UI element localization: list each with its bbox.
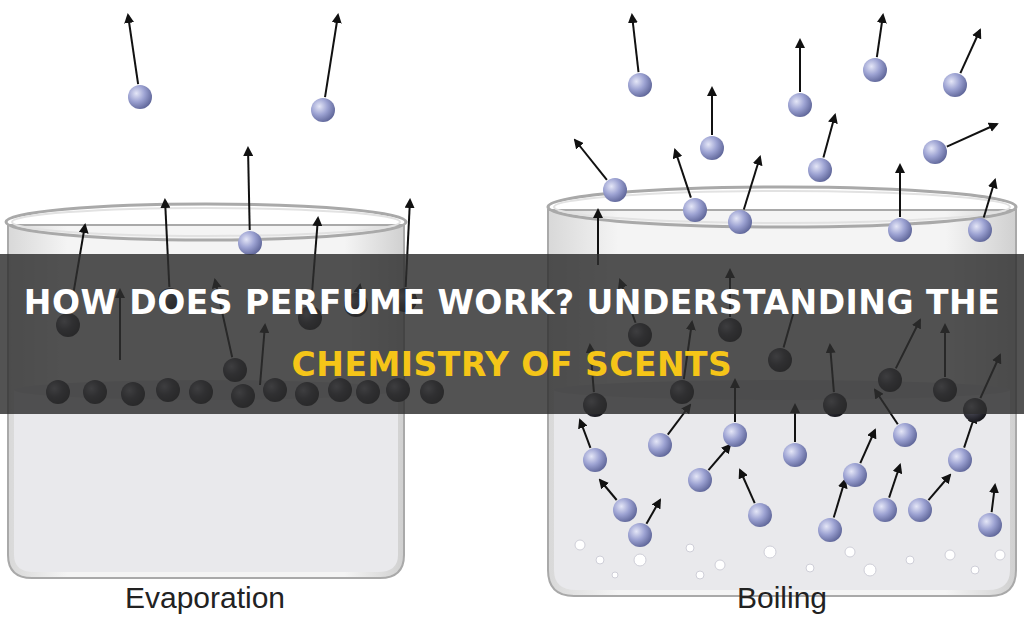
vapor-molecule [788,93,812,117]
motion-arrow [708,445,730,470]
vapor-molecule [603,178,627,202]
vapor-molecule [873,498,897,522]
motion-arrow [799,40,801,92]
vapor-molecule [723,423,747,447]
motion-arrow [325,15,338,97]
motion-arrow [834,480,845,518]
motion-arrow [740,470,755,503]
motion-arrow [899,165,901,217]
vapor-molecule [613,498,637,522]
motion-arrow [646,500,660,524]
bubble [715,560,725,570]
motion-arrow [248,148,250,230]
vapor-molecule [893,423,917,447]
bubble [575,540,585,550]
vapor-molecule [128,85,152,109]
bubble [634,554,646,566]
vapor-molecule [700,136,724,160]
beaker-caption: Boiling [737,581,827,615]
bubble [686,544,694,552]
bubble [764,546,776,558]
vapor-molecule [948,448,972,472]
vapor-molecule [583,448,607,472]
vapor-molecule [238,231,262,255]
bubble [864,564,876,576]
motion-arrow [580,420,590,448]
vapor-molecule [888,218,912,242]
bubble [845,547,855,557]
motion-arrow [947,124,997,147]
vapor-molecule [908,498,932,522]
vapor-molecule [683,198,707,222]
bubble [596,556,604,564]
motion-arrow [960,30,980,73]
title-line: HOW DOES PERFUME WORK? UNDERSTANDING THE [24,283,1000,322]
title-banner [0,254,1024,414]
vapor-molecule [688,468,712,492]
beaker-caption: Evaporation [125,581,285,615]
vapor-molecule [783,443,807,467]
vapor-molecule [808,158,832,182]
vapor-molecule [648,433,672,457]
bubble [696,571,704,579]
bubble [995,550,1005,560]
motion-arrow [711,88,713,135]
bubble [906,556,914,564]
vapor-molecule [923,140,947,164]
motion-arrow [128,15,138,84]
vapor-molecule [728,210,752,234]
motion-arrow [984,180,995,218]
motion-arrow [600,480,617,500]
vapor-molecule [943,73,967,97]
vapor-molecule [628,73,652,97]
title-line: CHEMISTRY OF SCENTS [292,345,733,384]
bubble [945,550,955,560]
vapor-molecule [818,518,842,542]
bubble [612,572,618,578]
motion-arrow [823,115,835,157]
bubble [806,564,814,572]
motion-arrow [928,475,950,500]
motion-arrow [860,430,875,463]
bubble [971,566,979,574]
motion-arrow [992,485,995,512]
vapor-molecule [748,503,772,527]
motion-arrow [889,465,900,498]
vapor-molecule [978,513,1002,537]
vapor-molecule [863,58,887,82]
motion-arrow [675,150,691,198]
motion-arrow [877,15,883,57]
vapor-molecule [968,218,992,242]
vapor-molecule [311,98,335,122]
vapor-molecule [628,523,652,547]
motion-arrow [632,15,639,72]
motion-arrow [744,157,760,210]
vapor-molecule [843,463,867,487]
motion-arrow [575,140,607,180]
